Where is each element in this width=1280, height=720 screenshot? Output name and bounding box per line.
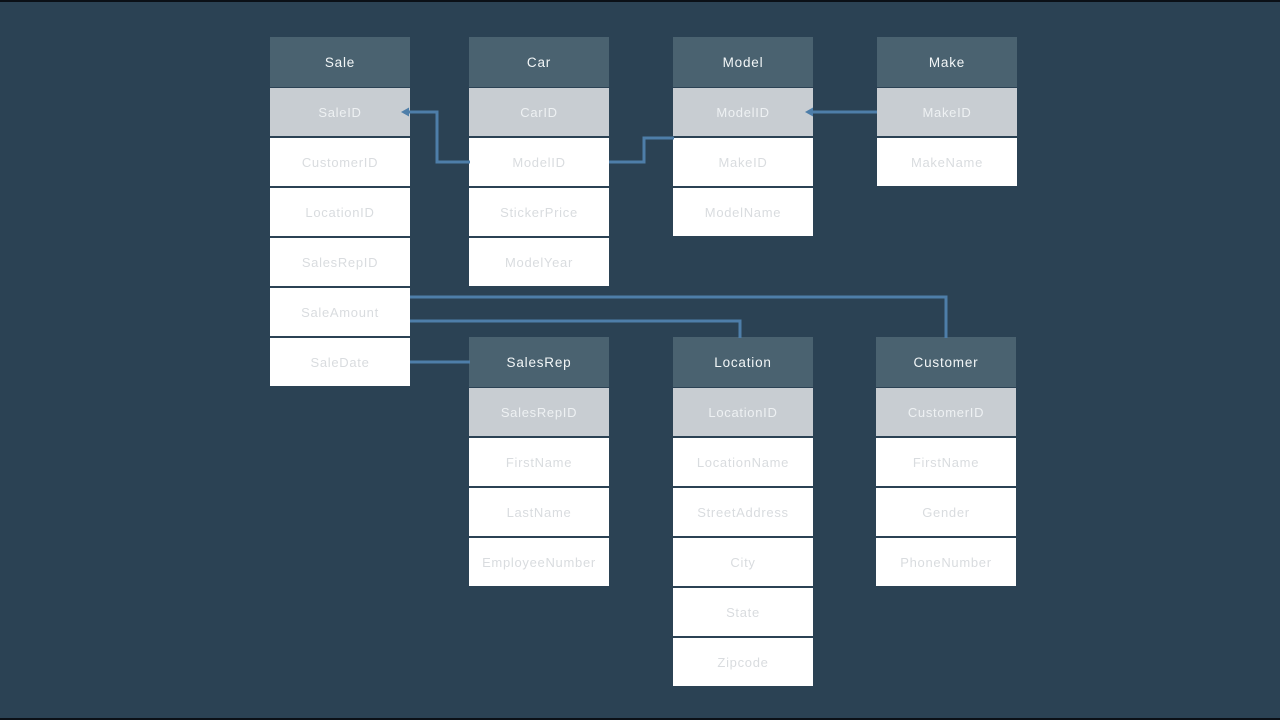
field-row-streetaddress: StreetAddress <box>673 488 813 536</box>
table-title: Sale <box>270 37 410 87</box>
field-row-lastname: LastName <box>469 488 609 536</box>
field-row-makeid: MakeID <box>673 138 813 186</box>
field-row-customerid: CustomerID <box>270 138 410 186</box>
field-row-gender: Gender <box>876 488 1016 536</box>
table-title: Car <box>469 37 609 87</box>
table-title: Model <box>673 37 813 87</box>
field-row-makename: MakeName <box>877 138 1017 186</box>
bottom-edge-strip <box>0 718 1280 720</box>
table-title: SalesRep <box>469 337 609 387</box>
field-row-firstname: FirstName <box>876 438 1016 486</box>
field-row-zipcode: Zipcode <box>673 638 813 686</box>
table-title: Customer <box>876 337 1016 387</box>
key-field-row: ModelID <box>673 88 813 136</box>
field-row-saleamount: SaleAmount <box>270 288 410 336</box>
key-field-row: CustomerID <box>876 388 1016 436</box>
connector-sale-saleamount--location-table <box>410 319 742 338</box>
field-row-state: State <box>673 588 813 636</box>
connector-car-modelid--model <box>609 136 674 164</box>
key-field-row: MakeID <box>877 88 1017 136</box>
key-field-row: LocationID <box>673 388 813 436</box>
top-edge-strip <box>0 0 1280 2</box>
field-row-modelyear: ModelYear <box>469 238 609 286</box>
field-row-saledate: SaleDate <box>270 338 410 386</box>
key-field-row: SaleID <box>270 88 410 136</box>
field-row-locationid: LocationID <box>270 188 410 236</box>
field-row-stickerprice: StickerPrice <box>469 188 609 236</box>
table-title: Make <box>877 37 1017 87</box>
connector-sale-saleamount--customer-table <box>410 295 948 338</box>
field-row-city: City <box>673 538 813 586</box>
key-field-row: SalesRepID <box>469 388 609 436</box>
field-row-employeenumber: EmployeeNumber <box>469 538 609 586</box>
field-row-modelname: ModelName <box>673 188 813 236</box>
field-row-modelid: ModelID <box>469 138 609 186</box>
connector-car-modelid-row--sale-saleid <box>409 110 470 164</box>
field-row-firstname: FirstName <box>469 438 609 486</box>
key-field-row: CarID <box>469 88 609 136</box>
table-title: Location <box>673 337 813 387</box>
field-row-locationname: LocationName <box>673 438 813 486</box>
field-row-phonenumber: PhoneNumber <box>876 538 1016 586</box>
field-row-salesrepid: SalesRepID <box>270 238 410 286</box>
